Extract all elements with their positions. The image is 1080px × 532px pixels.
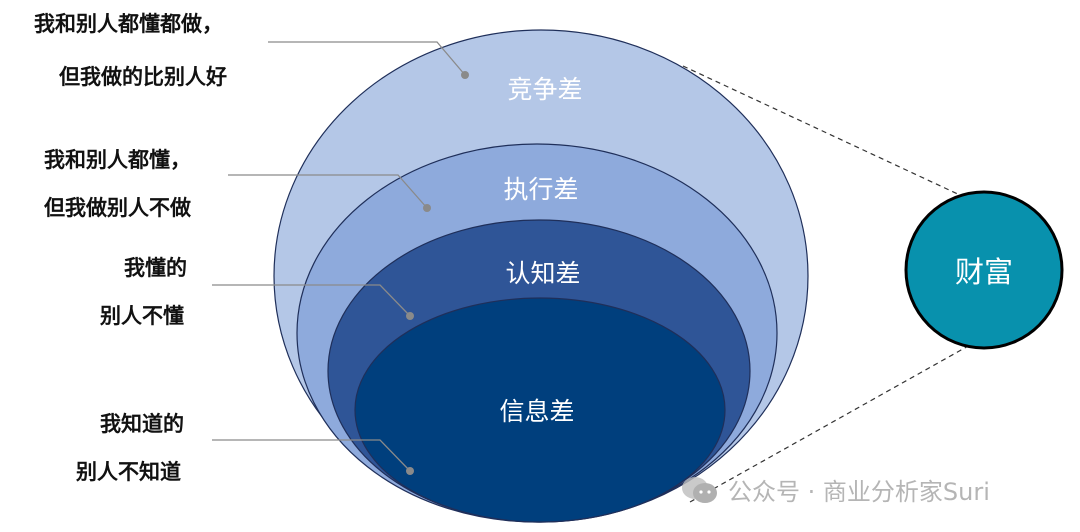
desc-line: 我知道的 <box>100 412 184 436</box>
leader-line-4 <box>212 439 411 472</box>
leader-line-3 <box>212 284 411 317</box>
desc-line: 但我做的比别人好 <box>59 65 227 89</box>
label-cognition: 认知差 <box>505 259 581 288</box>
wealth-circle <box>904 190 1064 350</box>
desc-information: 我知道的 别人不知道 <box>76 404 184 492</box>
watermark-text: 公众号 · 商业分析家Suri <box>728 478 990 506</box>
leader-line-1 <box>268 41 466 76</box>
desc-execution: 我和别人都懂， 但我做别人不做 <box>44 140 191 228</box>
layer-information <box>354 297 726 523</box>
desc-line: 我懂的 <box>124 256 187 280</box>
desc-cognition: 我懂的 别人不懂 <box>100 248 187 336</box>
desc-line: 我和别人都懂都做， <box>34 12 223 36</box>
desc-line: 但我做别人不做 <box>44 196 191 220</box>
desc-line: 别人不知道 <box>76 460 181 484</box>
leader-line-2 <box>228 174 428 209</box>
desc-line: 我和别人都懂， <box>44 148 191 172</box>
wechat-icon <box>682 476 717 503</box>
label-execution: 执行差 <box>503 175 579 204</box>
desc-line: 别人不懂 <box>100 304 184 328</box>
watermark: 公众号 · 商业分析家Suri <box>680 472 990 507</box>
dashed-connector-top <box>682 65 963 197</box>
label-wealth: 财富 <box>954 255 1014 289</box>
label-competition: 竞争差 <box>507 75 583 104</box>
desc-competition: 我和别人都懂都做， 但我做的比别人好 <box>34 4 227 97</box>
label-information: 信息差 <box>499 397 575 426</box>
